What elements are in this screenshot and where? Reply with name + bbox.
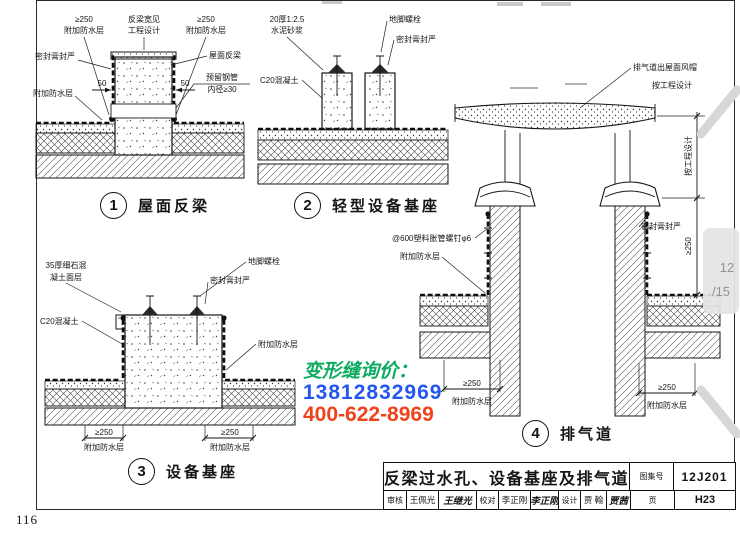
check-name: 李正刚: [498, 491, 530, 509]
label-sealant: 密封膏封严: [35, 51, 75, 61]
prev-page-chevron-icon[interactable]: [697, 85, 740, 139]
label-fine-concrete-topping: 35厚细石混: [46, 260, 87, 270]
review-signature: 王继光: [438, 491, 476, 509]
scan-artifact: [497, 2, 523, 6]
detail-number-circle: 3: [128, 458, 155, 485]
label-vertical-dim: 按工程设计: [683, 136, 693, 176]
label-cement-mortar: 水泥砂浆: [271, 25, 303, 35]
detail-number-circle: 2: [294, 192, 321, 219]
dim-50: 50: [98, 79, 107, 88]
review-name: 王佩光: [406, 491, 438, 509]
page-indicator-current: 12: [720, 260, 734, 275]
label-additional-waterproof: 附加防水层: [258, 339, 298, 349]
page-indicator-bubble: [703, 228, 739, 314]
detail-1-roof-inverted-beam: ≥250 附加防水层 反梁宽见 工程设计 ≥250 附加防水层 密封膏封严 附加…: [33, 14, 250, 179]
label-vertical-dim: ≥250: [684, 237, 693, 255]
caption-detail-1: 1 屋面反梁: [100, 192, 210, 219]
check-label: 校对: [476, 491, 498, 509]
label-sealant: 密封膏封严: [396, 34, 436, 44]
check-signature: 李正刚: [530, 491, 558, 509]
page-code: H23: [674, 491, 735, 509]
label-c20-concrete: C20混凝土: [40, 316, 79, 326]
label-additional-waterproof: 附加防水层: [452, 396, 492, 406]
design-signature: 贾茜: [606, 491, 630, 509]
label-sealant: 密封膏封严: [210, 275, 250, 285]
sheet-title: 反梁过水孔、设备基座及排气道: [384, 470, 629, 488]
atlas-number-label: 图集号: [629, 463, 673, 490]
caption-detail-2: 2 轻型设备基座: [294, 192, 440, 219]
label-dim: ≥250: [221, 428, 239, 437]
page-label: 页: [630, 491, 674, 509]
label-anchor-bolt: 地脚螺栓: [248, 256, 280, 266]
detail-title: 轻型设备基座: [332, 198, 441, 215]
detail-4-exhaust-duct: 排气道出屋面风帽 按工程设计 密封膏封严 @600塑料胀管螺钉φ6 附加防水层 …: [392, 62, 721, 417]
label-beam-width-note: 工程设计: [128, 25, 160, 35]
design-label: 设计: [558, 491, 580, 509]
label-dim: ≥250: [197, 15, 215, 24]
label-roof-beam: 屋面反梁: [209, 50, 241, 60]
label-additional-waterproof: 附加防水层: [647, 400, 687, 410]
detail-title: 排气道: [560, 426, 615, 443]
watermark-text: 变形缝询价：: [303, 361, 418, 382]
page-indicator-total: /15: [712, 284, 730, 299]
label-reserved-pipe: 内径≥30: [207, 84, 237, 94]
label-additional-waterproof: 附加防水层: [210, 442, 250, 452]
detail-2-light-equipment-base: 20厚1:2.5 水泥砂浆 地脚螺栓 密封膏封严 C20混凝土: [257, 14, 449, 185]
next-page-chevron-icon[interactable]: [697, 385, 740, 439]
label-c20-concrete: C20混凝土: [260, 75, 299, 85]
advert-watermark: 变形缝询价： 13812832969 400-622-8969: [303, 361, 443, 427]
dim-50: 50: [181, 79, 190, 88]
caption-detail-3: 3 设备基座: [128, 458, 238, 485]
label-dim: ≥250: [658, 383, 676, 392]
detail-3-equipment-base: 35厚细石混 凝土面层 地脚螺栓 密封膏封严 C20混凝土 附加防水层 ≥250…: [40, 256, 298, 452]
label-dim: ≥250: [75, 15, 93, 24]
viewer-overlay: 12 /15: [697, 85, 740, 439]
detail-title: 屋面反梁: [138, 198, 211, 215]
review-label: 审核: [387, 495, 403, 505]
book-page-number: 116: [16, 512, 39, 527]
label-dim: ≥250: [463, 379, 481, 388]
watermark-hotline: 400-622-8969: [303, 403, 434, 427]
detail-title: 设备基座: [166, 464, 239, 481]
caption-detail-4: 4 排气道: [522, 420, 614, 447]
atlas-number: 12J201: [673, 463, 735, 490]
label-additional-waterproof: 附加防水层: [33, 88, 73, 98]
label-beam-width-note: 反梁宽见: [128, 14, 160, 24]
label-additional-waterproof: 附加防水层: [64, 25, 104, 35]
label-sealant: 密封膏封严: [641, 221, 681, 231]
label-additional-waterproof: 附加防水层: [186, 25, 226, 35]
label-wind-cap: 按工程设计: [652, 80, 692, 90]
label-additional-waterproof: 附加防水层: [400, 251, 440, 261]
scan-artifact: [322, 1, 342, 4]
label-fine-concrete-topping: 凝土面层: [50, 272, 82, 282]
label-cement-mortar: 20厚1:2.5: [270, 15, 305, 24]
detail-number-circle: 4: [522, 420, 549, 447]
label-anchor-bolt: 地脚螺栓: [389, 14, 421, 24]
label-dim: ≥250: [95, 428, 113, 437]
detail-number-circle: 1: [100, 192, 127, 219]
design-name: 贾 翰: [580, 491, 606, 509]
watermark-phone: 13812832969: [303, 381, 443, 405]
title-block: 反梁过水孔、设备基座及排气道 图集号 12J201 审核 王佩光 王继光 校对 …: [383, 462, 736, 510]
scan-artifact: [541, 2, 571, 6]
label-expansion-screw: @600塑料胀管螺钉φ6: [392, 233, 472, 243]
label-additional-waterproof: 附加防水层: [84, 442, 124, 452]
label-reserved-pipe: 预留钢管: [206, 72, 238, 82]
label-wind-cap: 排气道出屋面风帽: [633, 62, 697, 72]
